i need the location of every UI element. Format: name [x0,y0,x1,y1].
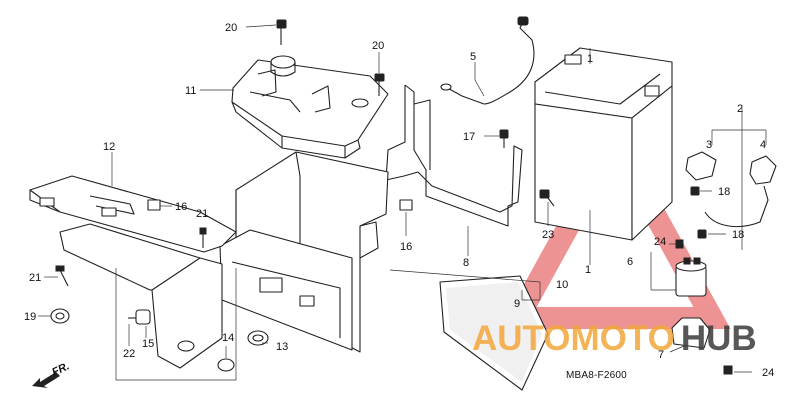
callout-17: 17 [463,131,475,143]
callout-13: 13 [276,341,288,353]
watermark-part1: AUTOMOTO [472,319,675,358]
callout-20a: 20 [225,22,237,34]
cable-part [440,16,535,105]
callout-14: 14 [222,332,234,344]
bolt-20-lower-icon [374,52,385,96]
callout-5: 5 [470,51,476,63]
watermark-triangle-icon [499,119,731,329]
callouts: 20 20 5 11 12 1 2 3 4 17 18 18 16 21 16 … [24,22,774,381]
callout-3: 3 [706,139,712,151]
grommet-13-icon [247,330,269,346]
callout-6: 6 [627,256,633,268]
watermark-part2: HUB [681,319,757,358]
bolt-24-lower-icon [723,365,752,375]
bolt-17-icon [484,129,509,148]
tray-pad-part [389,269,549,391]
bolt-23-icon [539,189,555,226]
callout-8: 8 [463,257,469,269]
relay-cover-part [669,317,711,353]
callout-21a: 21 [196,208,208,220]
callout-10: 10 [556,279,568,291]
terminal-cable-part [685,108,777,250]
callout-18b: 18 [732,229,744,241]
bolt-21-upper-icon [199,227,207,248]
diagram-code: MBA8-F2600 [566,370,627,381]
clip-16-right-icon [399,199,413,236]
callout-7: 7 [658,349,664,361]
callout-2: 2 [737,103,743,115]
battery-part [534,47,673,265]
clip-16-left-icon [147,199,172,211]
callout-22: 22 [123,348,135,360]
front-label: FR. [50,360,71,378]
callout-21b: 21 [29,272,41,284]
callout-19: 19 [24,311,36,323]
starter-relay-part [650,252,707,297]
bolt-20-upper-icon [245,19,287,45]
callout-24b: 24 [762,367,774,379]
bolt-18-lower-icon [697,229,726,239]
bolt-24-upper-icon [669,239,684,249]
callout-4: 4 [760,139,766,151]
callout-18a: 18 [718,186,730,198]
callout-15: 15 [142,338,154,350]
battery-box-part [219,151,389,353]
battery-bracket-part [375,84,523,256]
fuse-box-part [115,257,237,381]
callout-23: 23 [542,229,554,241]
callout-11: 11 [185,85,196,97]
callout-12: 12 [103,141,115,153]
battery-cover-part [231,55,389,159]
callout-9: 9 [514,298,520,310]
callout-1-top: 1 [587,53,593,65]
bolt-21-lower-icon [55,265,69,287]
bolt-18-upper-icon [690,186,712,196]
callout-16b: 16 [400,241,412,253]
callout-1-bottom: 1 [585,264,591,276]
grommet-19-icon [50,308,70,324]
callout-16a: 16 [175,201,187,213]
rubber-mount-14-icon [217,346,235,372]
callout-24a: 24 [654,236,666,248]
front-arrow-icon [32,372,60,388]
callout-20b: 20 [372,40,384,52]
